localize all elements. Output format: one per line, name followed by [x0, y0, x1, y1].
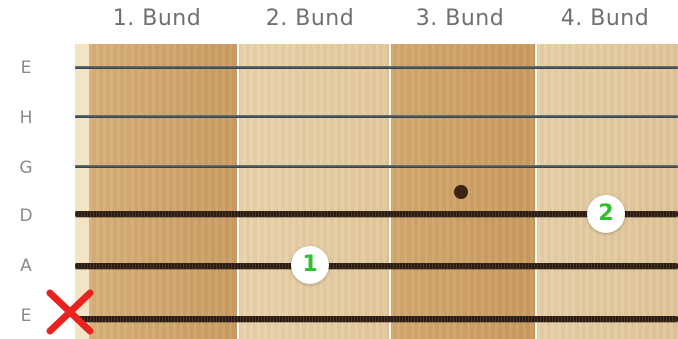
- string-h: [75, 115, 678, 118]
- fret-label-3: 3. Bund: [385, 6, 535, 31]
- string-label-g: G: [14, 158, 38, 178]
- string-label-low-e: E: [14, 306, 38, 326]
- fret-marker-dot: [454, 185, 468, 199]
- string-low-e: [75, 316, 678, 322]
- string-label-d: D: [14, 206, 38, 226]
- fret-label-4: 4. Bund: [530, 6, 678, 31]
- fret-label-1: 1. Bund: [82, 6, 232, 31]
- muted-string-x-icon: [44, 288, 96, 336]
- string-label-high-e: E: [14, 58, 38, 78]
- string-g: [75, 165, 678, 168]
- fretboard: 1 2: [75, 44, 678, 339]
- string-high-e: [75, 66, 678, 69]
- string-label-a: A: [14, 256, 38, 276]
- finger-marker-2: 2: [587, 195, 625, 233]
- fret-wire-3: [535, 44, 537, 339]
- string-label-h: H: [14, 108, 38, 128]
- fret-wire-1: [237, 44, 239, 339]
- fret-label-2: 2. Bund: [235, 6, 385, 31]
- fret-wire-2: [389, 44, 391, 339]
- string-a: [75, 263, 678, 269]
- finger-marker-1: 1: [291, 246, 329, 284]
